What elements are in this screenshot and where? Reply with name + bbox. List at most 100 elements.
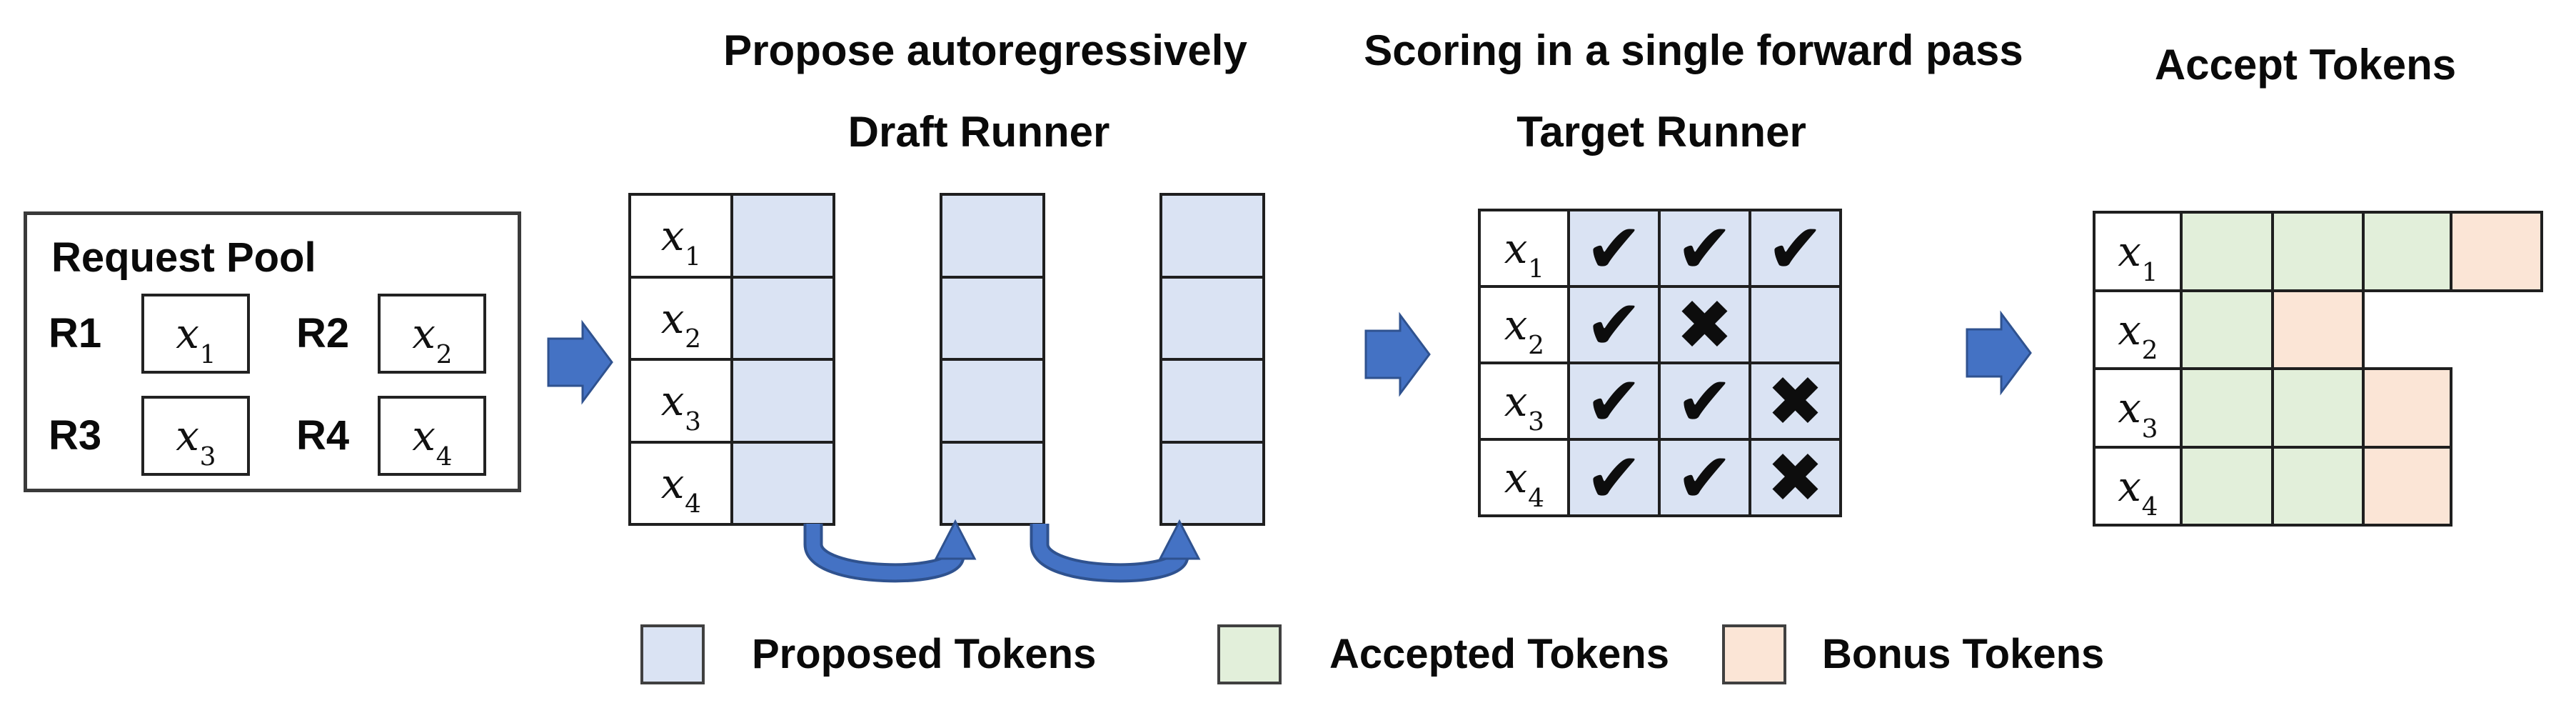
proposed-token-cell xyxy=(1159,276,1265,361)
accept-row-label-cell: x4 xyxy=(2093,446,2183,527)
score-check-cell: ✔ xyxy=(1658,362,1751,441)
accepted-tokens-label: Accepted Tokens xyxy=(1329,631,1669,677)
target-row-label-cell: x3 xyxy=(1478,362,1570,441)
accepted-token-cell xyxy=(2271,446,2365,527)
target-row-label-cell: x1 xyxy=(1478,209,1570,288)
scoring-title: Scoring in a single forward pass xyxy=(1364,26,2023,74)
loop-arrow-2-head xyxy=(1158,519,1201,560)
token-label: x2 xyxy=(1504,300,1545,360)
draft-row-label-cell: x1 xyxy=(628,193,733,279)
bonus-token-cell xyxy=(2362,446,2452,527)
check-icon: ✔ xyxy=(1676,437,1734,518)
check-icon: ✔ xyxy=(1585,361,1643,442)
token-label: x4 xyxy=(2118,462,2158,522)
accepted-token-cell xyxy=(2271,367,2365,449)
score-check-cell: ✔ xyxy=(1567,209,1661,288)
token-label: x2 xyxy=(660,294,702,354)
cross-icon: ✖ xyxy=(1766,361,1824,442)
bonus-tokens-label: Bonus Tokens xyxy=(1822,631,2105,677)
token-label: x4 xyxy=(1504,453,1545,513)
accepted-token-cell xyxy=(2271,211,2365,292)
draft-row-label-cell: x3 xyxy=(628,358,733,444)
accept-tokens-title: Accept Tokens xyxy=(2154,41,2457,89)
target-row-label-cell: x4 xyxy=(1478,438,1570,517)
draft-runner-title: Draft Runner xyxy=(847,108,1110,156)
accept-row-label-cell: x2 xyxy=(2093,289,2183,370)
token-label: x2 xyxy=(2118,305,2158,365)
request-token-box: x2 xyxy=(378,294,486,374)
flow-arrow-draft-to-target xyxy=(1364,311,1431,397)
proposed-token-cell xyxy=(940,358,1045,444)
flow-arrow-target-to-accept xyxy=(1966,310,2032,396)
score-check-cell: ✔ xyxy=(1658,438,1751,517)
proposed-token-cell xyxy=(940,441,1045,526)
bonus-token-cell xyxy=(2450,211,2543,292)
proposed-tokens-label: Proposed Tokens xyxy=(752,631,1097,677)
score-check-cell: ✔ xyxy=(1749,209,1842,288)
request-pool-title: Request Pool xyxy=(51,234,316,281)
accepted-token-cell xyxy=(2362,211,2452,292)
draft-row-label-cell: x4 xyxy=(628,441,733,526)
proposed-tokens-swatch xyxy=(640,624,705,684)
request-token-box: x4 xyxy=(378,396,486,476)
score-check-cell: ✔ xyxy=(1658,209,1751,288)
accept-row-label-cell: x3 xyxy=(2093,367,2183,449)
check-icon: ✔ xyxy=(1676,208,1734,289)
cross-icon: ✖ xyxy=(1766,437,1824,518)
score-check-cell: ✔ xyxy=(1567,362,1661,441)
proposed-token-cell xyxy=(940,193,1045,279)
proposed-token-cell xyxy=(1159,358,1265,444)
score-cross-cell: ✖ xyxy=(1658,285,1751,364)
token-label: x1 xyxy=(176,309,216,369)
request-token-box: x3 xyxy=(141,396,250,476)
cross-icon: ✖ xyxy=(1676,284,1734,365)
accepted-token-cell xyxy=(2180,446,2274,527)
request-id-label: R2 xyxy=(296,310,350,357)
loop-arrow-1 xyxy=(806,524,962,580)
check-icon: ✔ xyxy=(1585,208,1643,289)
token-label: x3 xyxy=(2118,384,2158,444)
bonus-tokens-swatch xyxy=(1722,624,1786,684)
token-label: x1 xyxy=(660,211,702,271)
proposed-token-cell xyxy=(940,276,1045,361)
bonus-token-cell xyxy=(2271,289,2365,370)
token-label: x3 xyxy=(1504,377,1545,437)
token-label: x4 xyxy=(660,459,702,519)
loop-arrow-1-head xyxy=(934,519,977,560)
token-label: x4 xyxy=(412,412,453,472)
proposed-token-cell xyxy=(730,358,835,444)
token-label: x3 xyxy=(660,377,702,437)
accept-row-label-cell: x1 xyxy=(2093,211,2183,292)
loop-arrow-2-outline xyxy=(1030,524,1189,583)
flow-arrow-pool-to-draft xyxy=(547,319,613,405)
score-empty-cell xyxy=(1749,285,1842,364)
accepted-token-cell xyxy=(2180,289,2274,370)
propose-title: Propose autoregressively xyxy=(723,26,1247,74)
request-token-box: x1 xyxy=(141,294,250,374)
token-label: x2 xyxy=(412,309,453,369)
proposed-token-cell xyxy=(1159,193,1265,279)
request-id-label: R3 xyxy=(49,412,102,459)
accepted-token-cell xyxy=(2180,367,2274,449)
bonus-token-cell xyxy=(2362,367,2452,449)
proposed-token-cell xyxy=(730,441,835,526)
score-check-cell: ✔ xyxy=(1567,438,1661,517)
score-cross-cell: ✖ xyxy=(1749,438,1842,517)
target-row-label-cell: x2 xyxy=(1478,285,1570,364)
proposed-token-cell xyxy=(730,276,835,361)
check-icon: ✔ xyxy=(1585,437,1643,518)
score-cross-cell: ✖ xyxy=(1749,362,1842,441)
check-icon: ✔ xyxy=(1766,208,1824,289)
token-label: x1 xyxy=(2118,227,2158,287)
check-icon: ✔ xyxy=(1585,284,1643,365)
check-icon: ✔ xyxy=(1676,361,1734,442)
request-id-label: R4 xyxy=(296,412,350,459)
request-id-label: R1 xyxy=(49,310,102,357)
score-check-cell: ✔ xyxy=(1567,285,1661,364)
token-label: x1 xyxy=(1504,224,1545,284)
proposed-token-cell xyxy=(730,193,835,279)
draft-row-label-cell: x2 xyxy=(628,276,733,361)
target-runner-title: Target Runner xyxy=(1516,108,1806,156)
